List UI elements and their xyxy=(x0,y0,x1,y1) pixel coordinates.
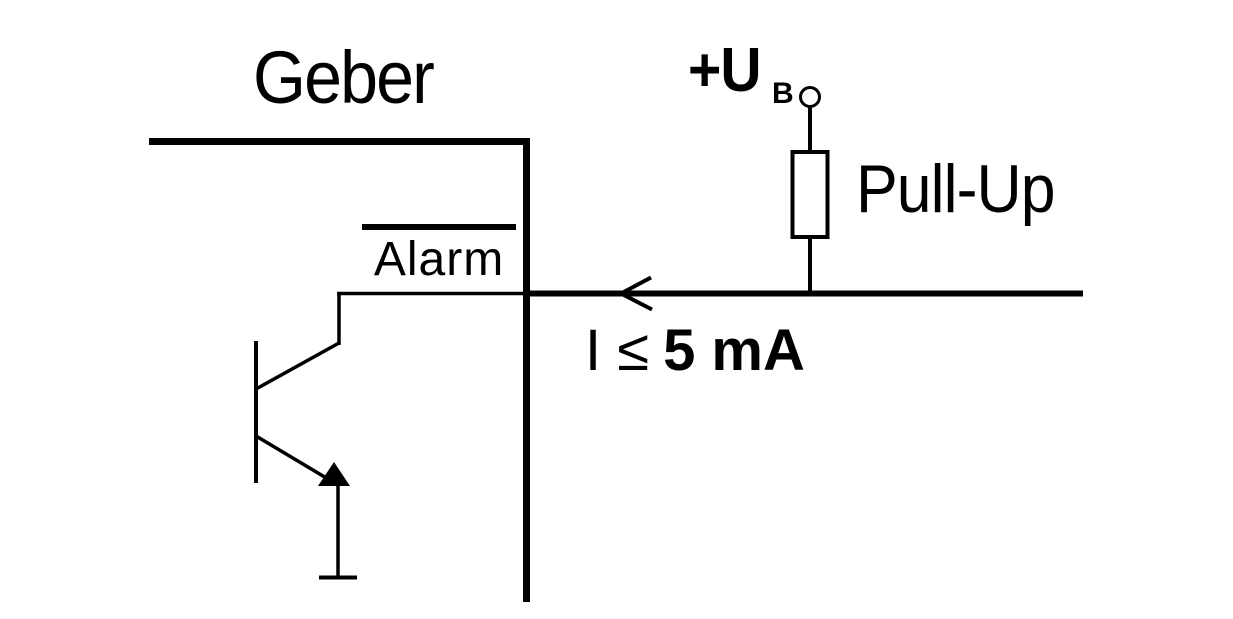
sensor-title: Geber xyxy=(253,41,449,115)
supply-voltage-subscript: B xyxy=(772,77,794,110)
current-limit-prefix: I ≤ xyxy=(585,318,650,383)
npn-transistor-icon xyxy=(254,292,357,580)
transistor-collector-diagonal xyxy=(255,341,340,391)
alarm-signal: Alarm xyxy=(362,224,516,284)
supply-voltage-label: +U B xyxy=(688,40,798,110)
pullup-resistor-label: Pull-Up xyxy=(856,155,1072,223)
current-arrow-icon xyxy=(616,275,653,312)
pullup-resistor-icon xyxy=(790,86,830,291)
sensor-box-outline xyxy=(149,138,530,602)
transistor-emitter-diagonal xyxy=(255,434,329,481)
current-limit-label: I ≤5 mA xyxy=(585,322,805,380)
pullup-resistor-text: Pull-Up xyxy=(856,151,1056,227)
supply-voltage-text: +U xyxy=(688,36,762,105)
supply-terminal-icon xyxy=(799,86,821,108)
alarm-signal-label: Alarm xyxy=(373,233,505,286)
transistor-emitter-arrowhead xyxy=(318,462,350,486)
sensor-title-text: Geber xyxy=(253,36,435,119)
current-limit-value: 5 mA xyxy=(663,318,805,383)
resistor-body xyxy=(790,150,830,239)
